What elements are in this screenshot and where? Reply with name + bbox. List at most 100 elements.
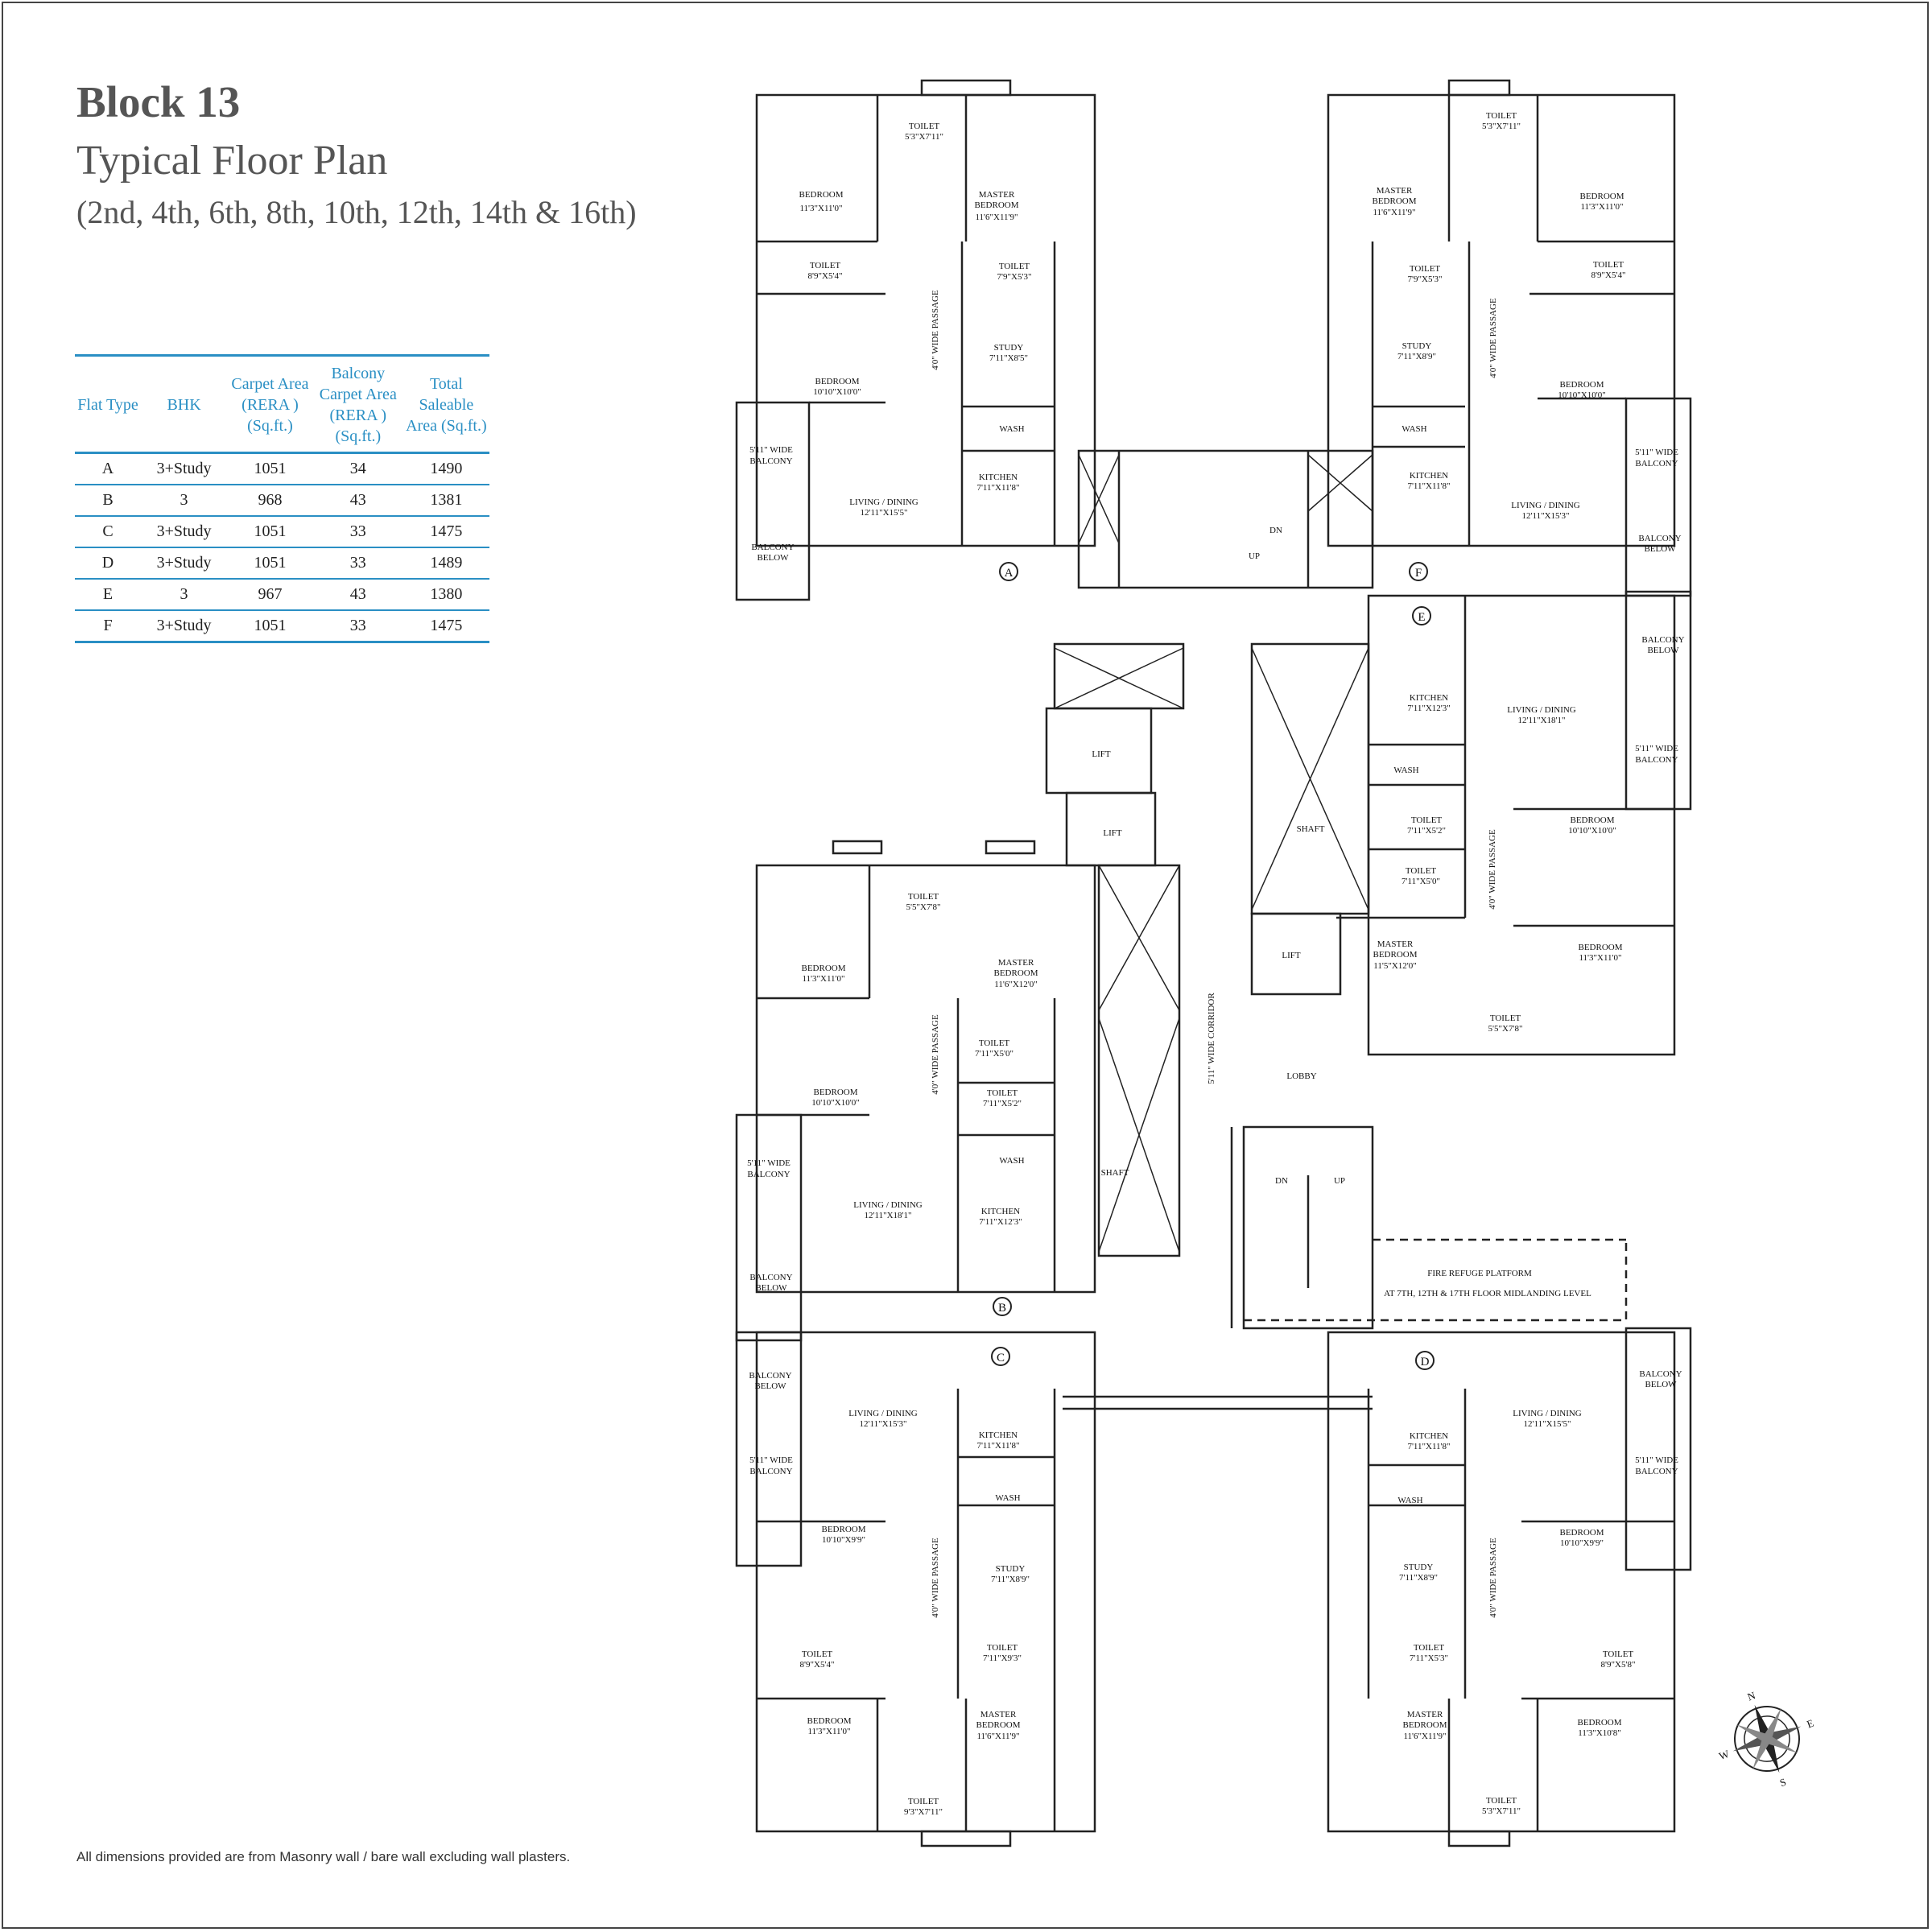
room-label: 8'9"X5'8" — [1601, 1660, 1636, 1670]
room-label: 5'3"X7'11" — [1482, 1806, 1521, 1816]
passage-label: 4'0" WIDE PASSAGE — [1488, 1538, 1498, 1618]
room-label: BALCONY — [1639, 1369, 1682, 1379]
room-label: 11'6"X11'9" — [1373, 208, 1415, 217]
room-label: 7'11"X8'9" — [1397, 352, 1436, 361]
room-label: TOILET — [987, 1643, 1018, 1653]
room-label: 5'11" WIDE — [1635, 744, 1678, 753]
cell-total: 1475 — [402, 610, 489, 643]
room-label: 11'3"X11'0" — [1579, 953, 1621, 963]
room-label: BEDROOM — [1559, 380, 1604, 390]
room-label: TOILET — [909, 122, 940, 131]
passage-label: 4'0" WIDE PASSAGE — [931, 1538, 940, 1618]
stair-up-label: UP — [1249, 551, 1260, 561]
room-label: TOILET — [908, 892, 939, 902]
room-label: 12'11"X15'3" — [1522, 511, 1570, 521]
room-label: 7'11"X5'0" — [975, 1049, 1013, 1059]
lift-label: LIFT — [1282, 951, 1301, 960]
flat-marker-c: C — [991, 1347, 1010, 1366]
flat-markers: A B C D E F — [991, 562, 1435, 1370]
room-label: LIVING / DINING — [1513, 1409, 1582, 1418]
room-label: 5'11" WIDE — [1635, 1455, 1678, 1465]
stair-dn-label: DN — [1275, 1176, 1288, 1186]
room-label: BEDROOM — [815, 377, 859, 386]
room-label: BELOW — [757, 553, 789, 563]
room-label: TOILET — [979, 1038, 1010, 1048]
cell-carpet: 1051 — [227, 610, 313, 643]
cell-flat: A — [75, 452, 142, 485]
room-label: TOILET — [987, 1088, 1018, 1098]
lift-label: LIFT — [1103, 828, 1122, 838]
plan-subtitle: Typical Floor Plan — [76, 138, 388, 184]
room-label: 7'11"X5'2" — [1407, 826, 1446, 836]
room-label: 11'6"X11'9" — [975, 213, 1018, 222]
room-label: BEDROOM — [1578, 943, 1622, 952]
flat-a-balcony — [735, 401, 811, 601]
room-label: LIVING / DINING — [853, 1200, 923, 1210]
flat-marker-e: E — [1412, 606, 1431, 625]
room-label: 8'9"X5'4" — [1591, 270, 1626, 280]
shaft-left — [1097, 864, 1181, 1257]
room-label: BALCONY — [1638, 534, 1681, 543]
svg-text:E: E — [1418, 611, 1425, 624]
flat-marker-b: B — [993, 1297, 1012, 1316]
cell-bhk: 3+Study — [141, 452, 228, 485]
compass-letter: S — [1778, 1776, 1788, 1790]
flat-f-balcony — [1624, 397, 1692, 597]
room-labels: BEDROOM 11'3"X11'0" TOILET 5'3"X7'11" MA… — [747, 111, 1685, 1817]
flat-b-balcony — [735, 1113, 803, 1342]
room-label: BEDROOM — [1372, 196, 1416, 206]
compass-letter: W — [1717, 1748, 1731, 1763]
room-label: 11'5"X12'0" — [1373, 961, 1416, 971]
room-label: 11'3"X11'0" — [799, 204, 842, 213]
room-label: 11'6"X11'9" — [976, 1732, 1019, 1741]
room-label: BEDROOM — [799, 190, 843, 200]
room-label: 5'3"X7'11" — [1482, 122, 1521, 131]
flat-b-outline — [755, 864, 1096, 1294]
stair-dn-label: DN — [1269, 526, 1282, 535]
room-label: BEDROOM — [1579, 192, 1624, 201]
room-label: LIVING / DINING — [1511, 501, 1580, 510]
room-label: 12'11"X15'5" — [1524, 1419, 1571, 1429]
room-label: 7'11"X11'8" — [1407, 1442, 1450, 1451]
cell-carpet: 968 — [227, 485, 313, 517]
plan-walls — [735, 79, 1692, 1847]
room-label: STUDY — [994, 343, 1024, 353]
flat-a-outline — [755, 93, 1096, 547]
compass-rose-icon: N E S W — [1717, 1689, 1815, 1790]
room-label: BALCONY — [1641, 635, 1684, 645]
room-label: 7'9"X5'3" — [997, 272, 1032, 282]
svg-text:F: F — [1415, 567, 1422, 580]
room-label: BALCONY — [749, 1371, 791, 1381]
room-label: 8'9"X5'4" — [808, 271, 843, 281]
room-label: BEDROOM — [821, 1525, 865, 1534]
room-label: BEDROOM — [974, 200, 1018, 210]
room-label: LIVING / DINING — [848, 1409, 918, 1418]
floor-list: (2nd, 4th, 6th, 8th, 10th, 12th, 14th & … — [76, 194, 637, 230]
room-label: TOILET — [802, 1649, 833, 1659]
cell-flat: D — [75, 547, 142, 580]
room-label: 11'6"X12'0" — [994, 980, 1037, 989]
room-label: 7'11"X5'0" — [1402, 877, 1440, 886]
room-label: 5'11" WIDE — [749, 1455, 793, 1465]
col-flat-type: Flat Type — [75, 354, 142, 454]
stair-up-label: UP — [1334, 1176, 1345, 1186]
room-label: MASTER — [1407, 1710, 1443, 1719]
room-label: BEDROOM — [976, 1720, 1020, 1730]
room-label: BELOW — [1647, 646, 1679, 655]
room-label: WASH — [1397, 1496, 1422, 1505]
room-label: 5'5"X7'8" — [1488, 1024, 1523, 1034]
room-label: LIVING / DINING — [1507, 705, 1576, 715]
col-balcony-area: Balcony Carpet Area (RERA ) (Sq.ft.) — [312, 354, 403, 454]
room-label: 11'3"X11'0" — [807, 1727, 850, 1736]
room-label: BEDROOM — [813, 1088, 857, 1097]
room-label: 11'3"X10'8" — [1578, 1728, 1620, 1738]
col-saleable-area: Total Saleable Area (Sq.ft.) — [402, 354, 489, 454]
passage-label: 4'0" WIDE PASSAGE — [1488, 298, 1498, 378]
shaft-label: SHAFT — [1297, 824, 1325, 834]
room-label: TOILET — [1603, 1649, 1634, 1659]
room-label: 7'11"X8'5" — [989, 353, 1028, 363]
room-label: TOILET — [908, 1797, 939, 1806]
cell-total: 1380 — [402, 579, 489, 611]
